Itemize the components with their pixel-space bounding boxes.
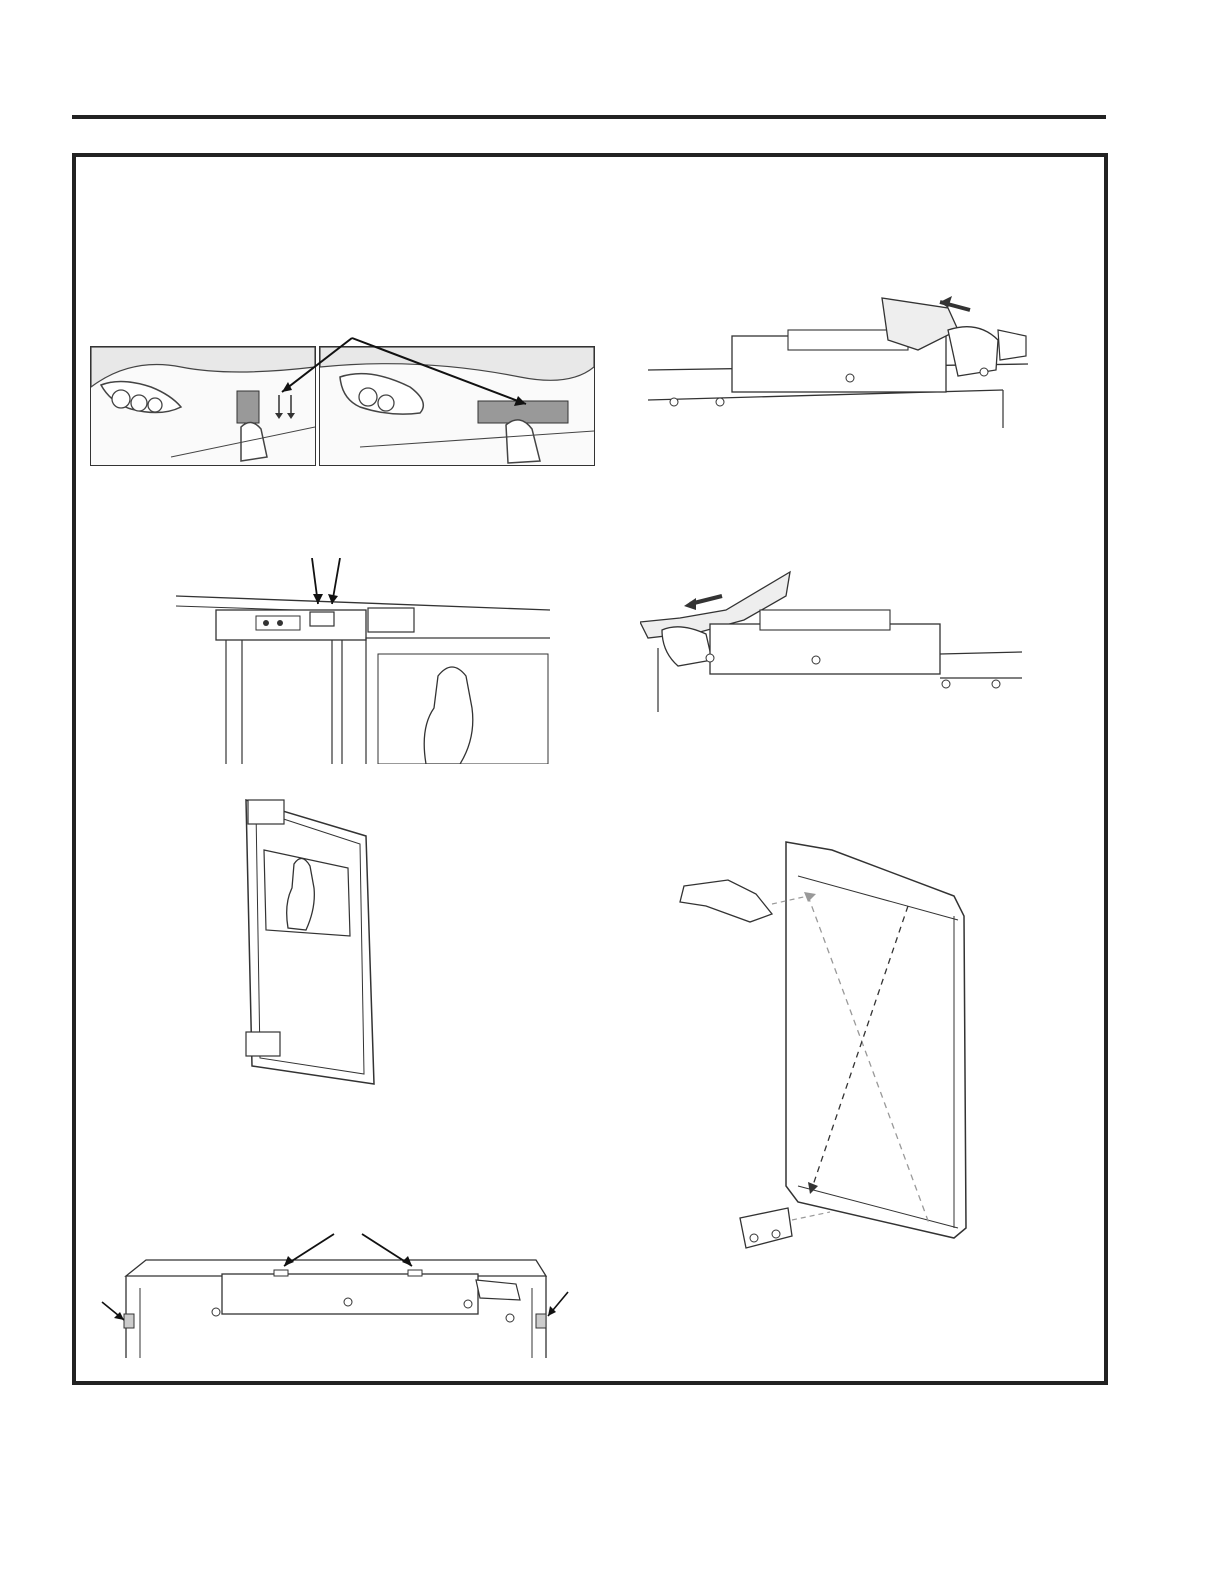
hand-peeling-tape-icon — [91, 347, 315, 465]
tape-removal-photo-right — [319, 346, 595, 466]
hinge-swap-exploded-figure — [668, 836, 992, 1266]
tape-removal-photo-left — [90, 346, 316, 466]
hinge-slide-right-icon — [648, 290, 1028, 430]
door-hinge-closeup-icon — [176, 558, 550, 764]
header-rule — [72, 115, 1106, 119]
top-hinge-slide-right-figure — [648, 290, 1028, 430]
top-hinge-slide-left-figure — [640, 568, 1022, 714]
cabinet-top-icon — [96, 1228, 574, 1358]
hinge-swap-exploded-icon — [668, 836, 992, 1266]
hand-peeling-tape-icon — [320, 347, 594, 465]
door-top-hinge-closeup-figure — [176, 558, 550, 764]
hinge-slide-left-icon — [640, 568, 1022, 714]
door-panel-icon — [236, 796, 386, 1086]
cabinet-top-view-figure — [96, 1228, 574, 1358]
door-panel-figure — [236, 796, 386, 1086]
